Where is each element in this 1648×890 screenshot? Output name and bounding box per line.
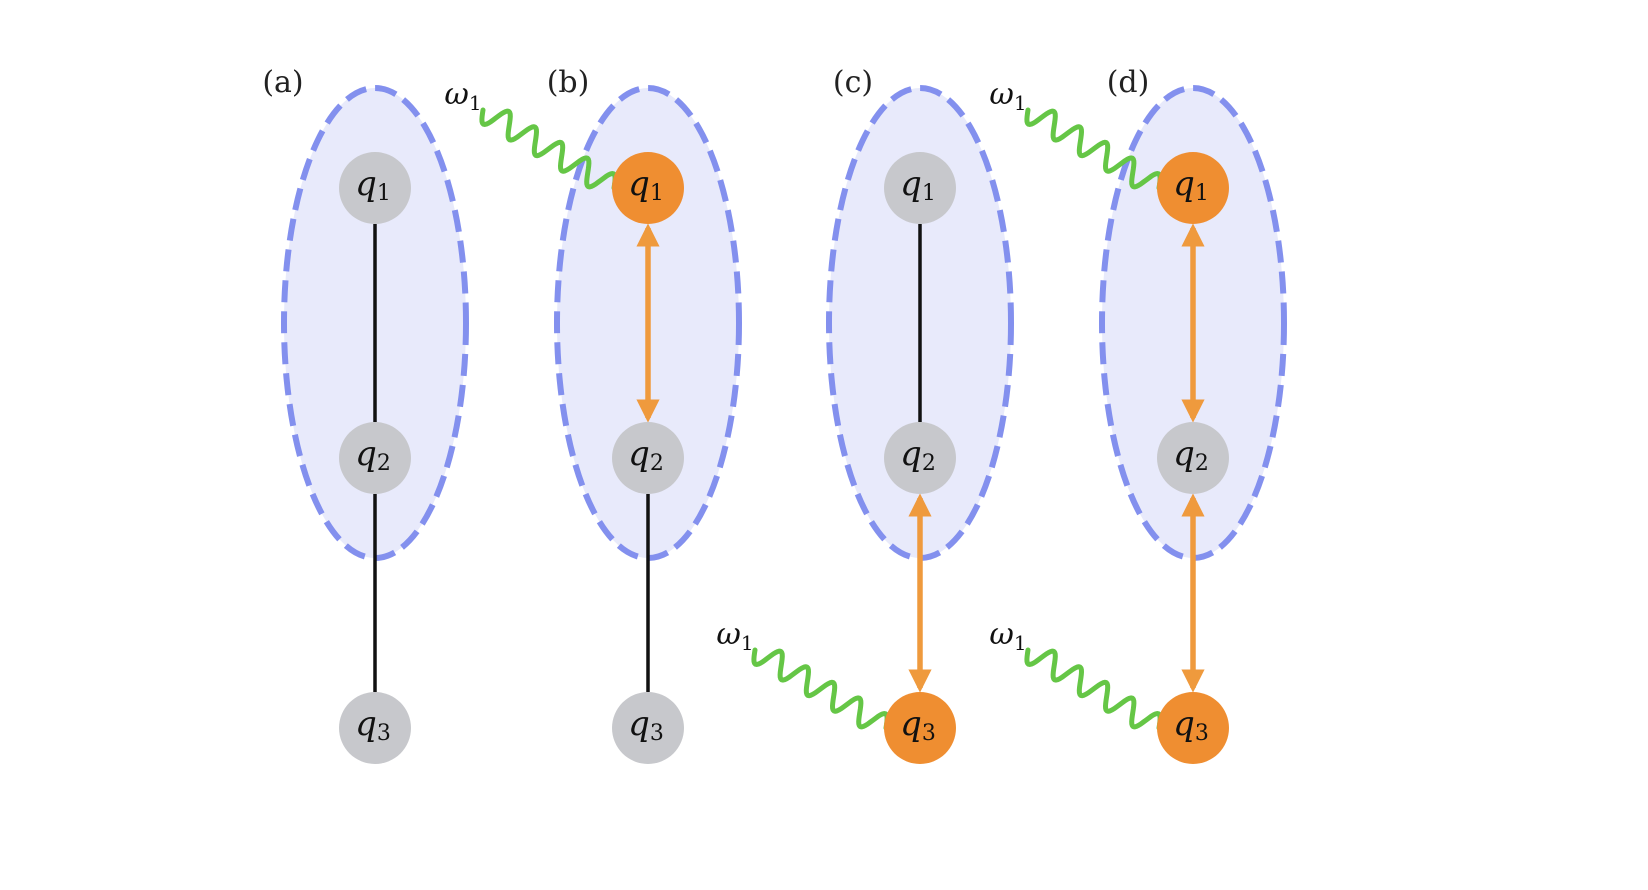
drive-frequency-label-subscript: 1	[1014, 631, 1027, 655]
panel-label: (b)	[547, 65, 590, 100]
qubit-circle	[339, 152, 411, 224]
qubit-label-base: q	[355, 434, 377, 474]
drive-frequency-label: ω1	[444, 77, 481, 115]
qubit-label-subscript: 3	[377, 721, 391, 746]
qubit-label: q3	[900, 704, 936, 746]
qubit-circle	[1157, 152, 1229, 224]
panel-label: (d)	[1107, 65, 1150, 100]
qubit-node-3: q3	[612, 692, 684, 764]
qubit-label-subscript: 2	[650, 451, 664, 476]
qubit-node-2: q2	[612, 422, 684, 494]
qubit-node-1: q1	[1157, 152, 1229, 224]
qubit-label: q2	[1173, 434, 1209, 476]
drive-wave	[1024, 647, 1163, 731]
qubit-circle	[1157, 692, 1229, 764]
qubit-label: q3	[1173, 704, 1209, 746]
qubit-label: q3	[628, 704, 664, 746]
qubit-node-1: q1	[339, 152, 411, 224]
drive-frequency-label-subscript: 1	[469, 91, 482, 115]
qubit-circle	[884, 152, 956, 224]
qubit-label-base: q	[1173, 434, 1195, 474]
qubit-circle	[339, 692, 411, 764]
qubit-label: q3	[355, 704, 391, 746]
qubit-label-subscript: 3	[650, 721, 664, 746]
qubit-label-subscript: 1	[922, 181, 936, 206]
drive-frequency-label-base: ω	[716, 617, 740, 652]
qubit-label-subscript: 1	[1195, 181, 1209, 206]
qubit-label-base: q	[1173, 704, 1195, 744]
drive-wave	[479, 107, 618, 191]
drive-frequency-label-subscript: 1	[741, 631, 754, 655]
qubit-label-subscript: 3	[1195, 721, 1209, 746]
qubit-label: q1	[1173, 164, 1209, 206]
qubit-label-subscript: 1	[377, 181, 391, 206]
qubit-node-3: q3	[1157, 692, 1229, 764]
qubit-label-subscript: 2	[922, 451, 936, 476]
qubit-label-base: q	[628, 164, 650, 204]
qubit-label-base: q	[628, 434, 650, 474]
qubit-circle	[1157, 422, 1229, 494]
qubit-label-base: q	[628, 704, 650, 744]
qubit-label: q2	[900, 434, 936, 476]
qubit-node-1: q1	[884, 152, 956, 224]
qubit-circle	[884, 692, 956, 764]
qubit-circle	[884, 422, 956, 494]
drive-wave	[1024, 107, 1163, 191]
qubit-label: q1	[628, 164, 664, 206]
qubit-node-2: q2	[1157, 422, 1229, 494]
drive-frequency-label-base: ω	[989, 77, 1013, 112]
qubit-label-base: q	[900, 704, 922, 744]
panel-label: (a)	[262, 65, 303, 100]
drive-frequency-label-base: ω	[444, 77, 468, 112]
qubit-node-3: q3	[884, 692, 956, 764]
qubit-label: q2	[628, 434, 664, 476]
qubit-label-subscript: 3	[922, 721, 936, 746]
qubit-circle	[339, 422, 411, 494]
qubit-label-base: q	[355, 704, 377, 744]
qubit-node-1: q1	[612, 152, 684, 224]
qubit-node-2: q2	[884, 422, 956, 494]
qubit-label-subscript: 2	[377, 451, 391, 476]
qubit-label-subscript: 1	[650, 181, 664, 206]
qubit-circle	[612, 692, 684, 764]
qubit-circle	[612, 152, 684, 224]
drive-frequency-label-subscript: 1	[1014, 91, 1027, 115]
drive-frequency-label: ω1	[989, 77, 1026, 115]
qubit-node-2: q2	[339, 422, 411, 494]
qubit-label: q2	[355, 434, 391, 476]
drive-frequency-label: ω1	[989, 617, 1026, 655]
qubit-label-base: q	[900, 164, 922, 204]
qubit-label-base: q	[355, 164, 377, 204]
qubit-label: q1	[900, 164, 936, 206]
qubit-circle	[612, 422, 684, 494]
qubit-label-base: q	[900, 434, 922, 474]
qubit-node-3: q3	[339, 692, 411, 764]
drive-frequency-label-base: ω	[989, 617, 1013, 652]
qubit-label: q1	[355, 164, 391, 206]
panel-label: (c)	[833, 65, 873, 100]
qubit-label-base: q	[1173, 164, 1195, 204]
drive-wave	[751, 647, 890, 731]
qubit-label-subscript: 2	[1195, 451, 1209, 476]
drive-frequency-label: ω1	[716, 617, 753, 655]
